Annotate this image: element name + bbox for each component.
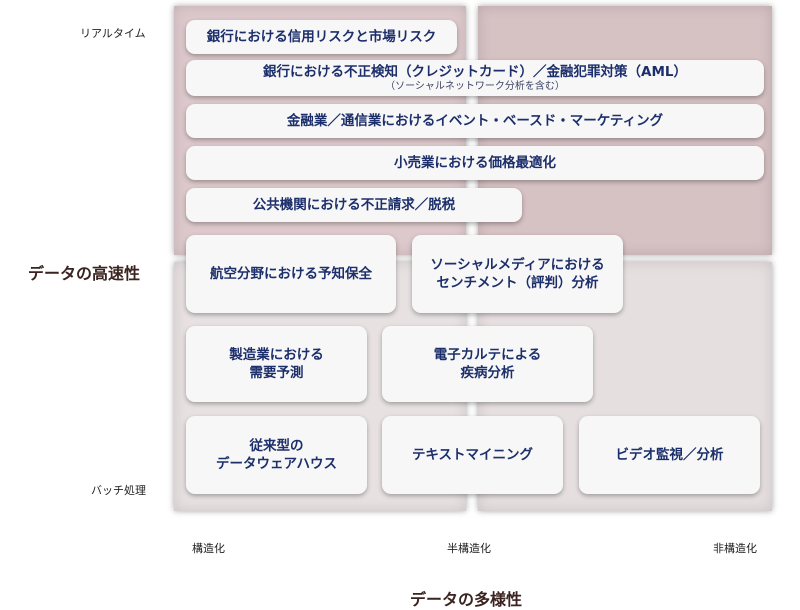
- box-video-analysis: ビデオ監視／分析: [579, 416, 760, 494]
- x-axis-mid-tick: 半構造化: [447, 542, 491, 555]
- box-emr-analysis: 電子カルテによる 疾病分析: [382, 326, 593, 402]
- y-axis-top-tick: リアルタイム: [80, 27, 146, 40]
- box-aviation-maintenance: 航空分野における予知保全: [186, 235, 396, 313]
- box-text-mining: テキストマイニング: [382, 416, 563, 494]
- box-event-marketing: 金融業／通信業におけるイベント・ベースド・マーケティング: [186, 104, 764, 138]
- box-bank-risk: 銀行における信用リスクと市場リスク: [186, 20, 457, 54]
- box-public-fraud: 公共機関における不正請求／脱税: [186, 188, 522, 222]
- x-axis-label: データの多様性: [410, 590, 523, 609]
- box-manufacturing-forecast: 製造業における 需要予測: [186, 326, 367, 402]
- box-social-sentiment: ソーシャルメディアにおける センチメント（評判）分析: [412, 235, 623, 313]
- x-axis-right-tick: 非構造化: [713, 542, 757, 555]
- x-axis-left-tick: 構造化: [192, 542, 225, 555]
- box-data-warehouse: 従来型の データウェアハウス: [186, 416, 367, 494]
- box-retail-pricing: 小売業における価格最適化: [186, 146, 764, 180]
- y-axis-label: データの高速性: [28, 264, 141, 283]
- box-fraud-detection: 銀行における不正検知（クレジットカード）／金融犯罪対策（AML） （ソーシャルネ…: [186, 60, 764, 96]
- y-axis-bottom-tick: バッチ処理: [91, 484, 146, 497]
